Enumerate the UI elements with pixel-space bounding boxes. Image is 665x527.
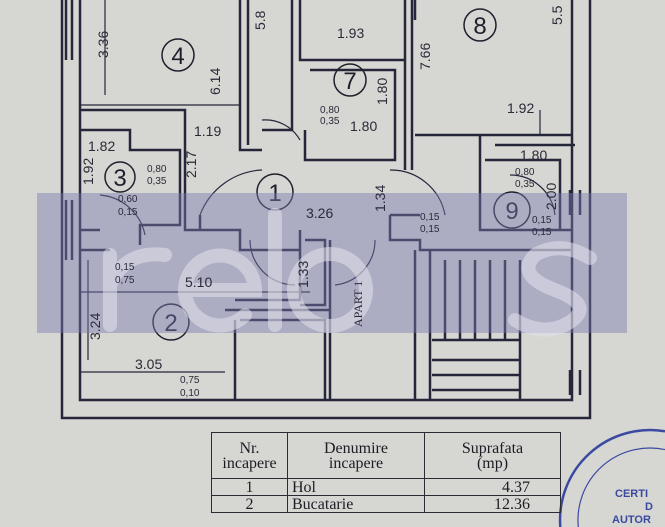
- dim: 5.8: [252, 10, 268, 30]
- table-row: 1 Hol 4.37: [211, 478, 561, 496]
- dim: 0,80: [147, 164, 167, 175]
- dim: 1.92: [80, 158, 96, 185]
- room-4-label: 4: [171, 43, 184, 70]
- stamp-line: D: [645, 501, 653, 513]
- dim: 1.80: [520, 147, 547, 163]
- dim: 1.34: [372, 185, 388, 212]
- cell-nr: 1: [211, 478, 288, 496]
- dim: 0,15: [532, 215, 552, 226]
- dim: 1.82: [88, 138, 115, 154]
- dim: 2.00: [543, 183, 559, 210]
- dim: 0,35: [320, 116, 340, 127]
- dim: 0,80: [515, 167, 535, 178]
- dim: 0,10: [180, 388, 200, 399]
- room-3-label: 3: [113, 165, 126, 192]
- dim: 0,15: [532, 227, 552, 238]
- dim: 1.80: [350, 118, 377, 134]
- dim: 0,60: [118, 194, 138, 205]
- dim: 0,35: [147, 176, 167, 187]
- header-nr: Nr.incapere: [211, 432, 288, 479]
- room-2-label: 2: [164, 310, 177, 337]
- watermark-logo: [37, 193, 627, 337]
- room-7-label: 7: [343, 68, 356, 95]
- table-row: 2 Bucatarie 12.36: [211, 495, 561, 513]
- cell-name: Bucatarie: [287, 495, 425, 513]
- cell-name: Hol: [287, 478, 425, 496]
- dim: 1.92: [507, 100, 534, 116]
- dim: 3.36: [95, 31, 111, 58]
- dim: 0,75: [115, 275, 135, 286]
- cell-nr: 2: [211, 495, 288, 513]
- dim: 0,15: [115, 262, 135, 273]
- dim: 2.17: [183, 151, 199, 178]
- dim: 3.24: [87, 313, 103, 340]
- dim: 1.93: [337, 25, 364, 41]
- dim: 5.10: [185, 274, 212, 290]
- dim: 3.05: [135, 356, 162, 372]
- stamp-line: CERTI: [615, 488, 648, 500]
- room-8-label: 8: [473, 13, 486, 40]
- walls: [60, 0, 592, 420]
- header-area: Suprafata(mp): [424, 432, 561, 479]
- dim: 3.26: [306, 205, 333, 221]
- apartment-label: APART 1: [351, 281, 365, 327]
- dim: 6.14: [207, 68, 223, 95]
- dim: 7.66: [417, 43, 433, 70]
- stamp: CERTI D AUTOR: [558, 428, 665, 527]
- dim: 5.5: [549, 5, 565, 25]
- dim: 0,80: [320, 105, 340, 116]
- dim: 0,75: [180, 375, 200, 386]
- room-9-label: 9: [505, 198, 518, 225]
- dimension-labels: 3.36 6.14 5.8 1.93 1.80 1.80 7.66 5.5 1.…: [80, 5, 565, 372]
- dim: 0,15: [420, 212, 440, 223]
- dim: 0,35: [515, 179, 535, 190]
- cell-area: 12.36: [424, 495, 561, 513]
- cell-area: 4.37: [424, 478, 561, 496]
- room-1-label: 1: [268, 180, 281, 207]
- dim: 1.80: [374, 78, 390, 105]
- dim: 1.19: [194, 123, 221, 139]
- dim: 0,15: [118, 207, 138, 218]
- room-circles: [104, 8, 531, 341]
- dim: 1.33: [295, 261, 311, 288]
- opening-labels: 0,80 0,35 0,80 0,35 0,60 0,15 0,15 0,15 …: [115, 105, 552, 399]
- stamp-line: AUTOR: [612, 514, 651, 526]
- dim: 0,15: [420, 224, 440, 235]
